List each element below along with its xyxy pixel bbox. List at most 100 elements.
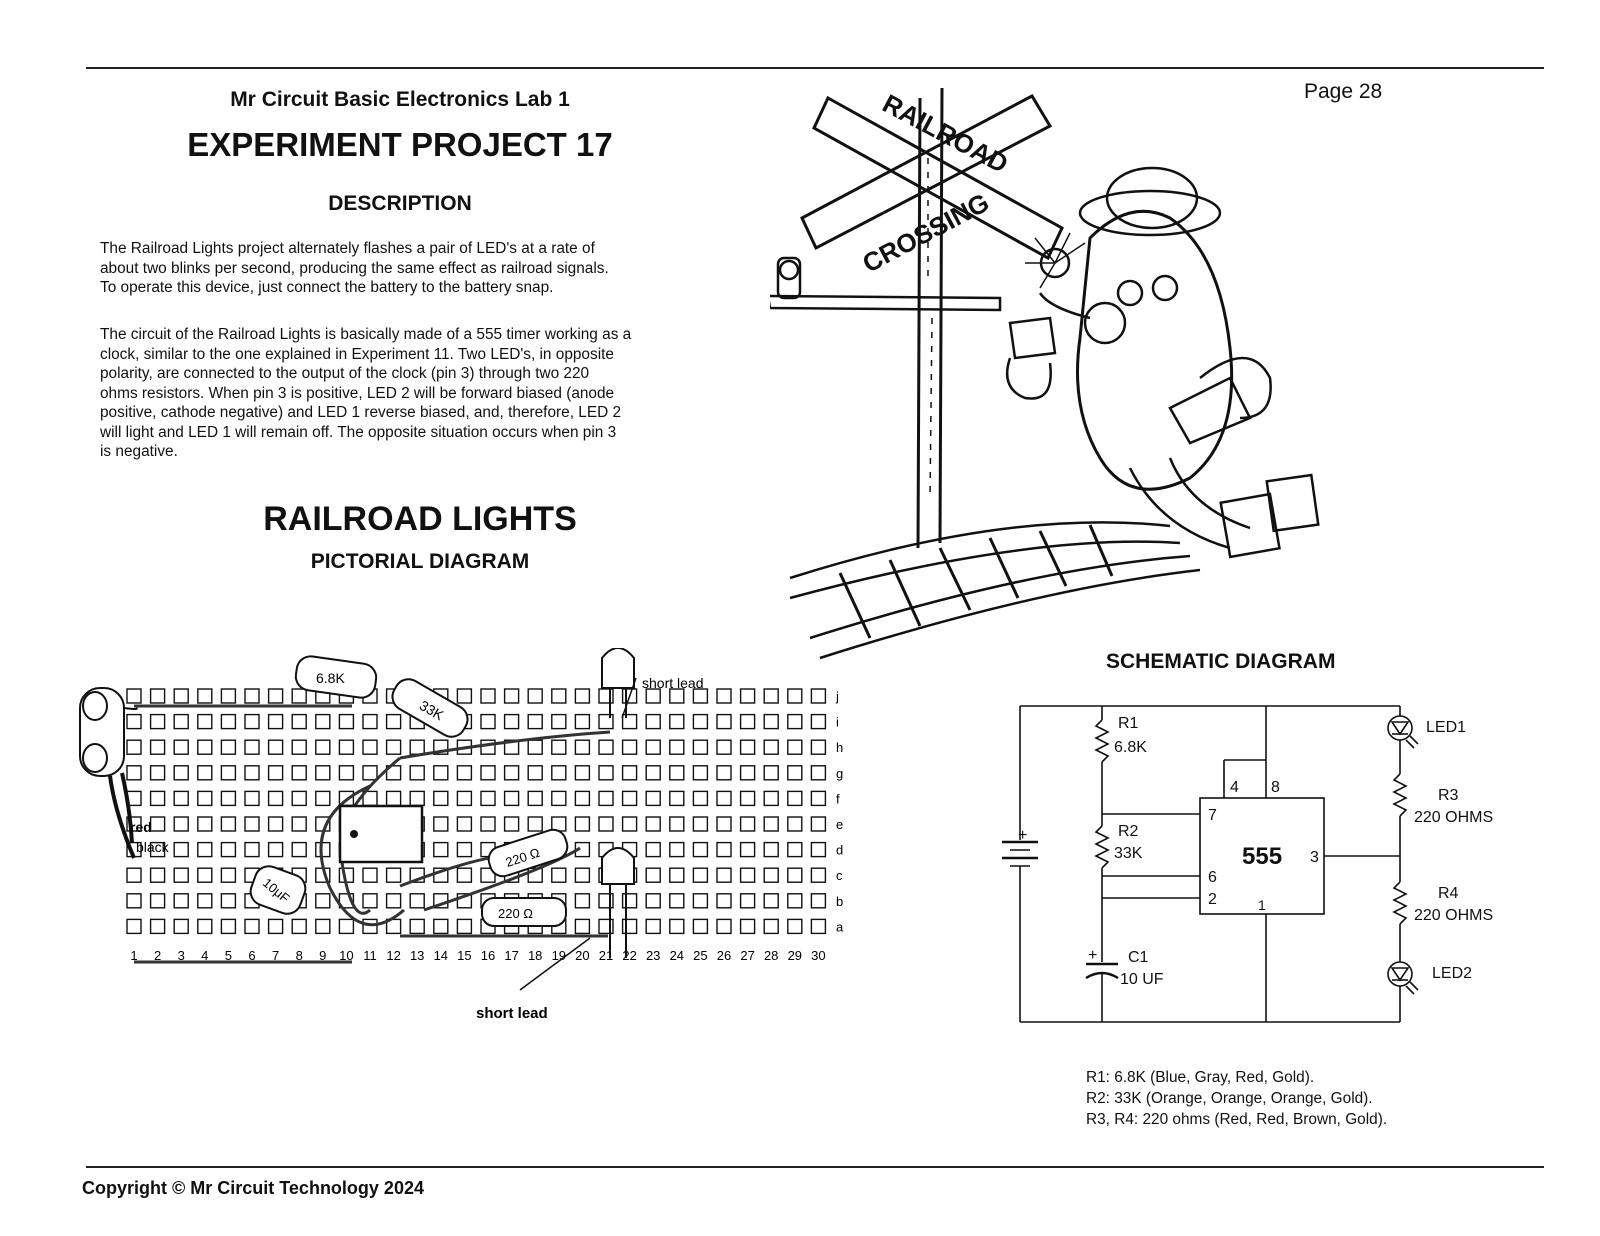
breadboard-hole — [763, 867, 779, 883]
breadboard-hole — [621, 713, 638, 730]
breadboard-hole — [385, 790, 402, 807]
breadboard-hole — [787, 893, 803, 909]
paragraph-line: To operate this device, just connect the… — [100, 279, 554, 296]
breadboard-hole — [126, 688, 142, 704]
breadboard-hole — [645, 867, 661, 883]
breadboard-hole — [385, 867, 402, 883]
pin-1: 1 — [1258, 897, 1266, 913]
breadboard-hole — [551, 765, 567, 781]
breadboard-hole — [669, 688, 685, 704]
breadboard-hole — [173, 841, 189, 858]
row-label: b — [836, 894, 843, 909]
breadboard-hole — [810, 713, 827, 730]
paragraph-line: about two blinks per second, producing t… — [100, 259, 609, 277]
breadboard-hole — [409, 739, 425, 755]
pin-3: 3 — [1310, 849, 1319, 866]
breadboard-hole — [291, 765, 307, 781]
breadboard-hole — [173, 765, 189, 781]
breadboard-hole — [291, 739, 307, 755]
description-heading: DESCRIPTION — [328, 192, 472, 215]
breadboard-hole — [598, 739, 614, 755]
ic-555-label: 555 — [1242, 843, 1282, 870]
r2-value: 33K — [1114, 845, 1143, 862]
page-number: Page 28 — [1304, 80, 1383, 103]
breadboard-hole — [787, 739, 803, 755]
breadboard-hole — [669, 713, 685, 730]
breadboard-hole — [480, 816, 496, 832]
breadboard-hole — [574, 867, 591, 883]
paragraph-line: will light and LED 1 will remain off. Th… — [100, 423, 617, 441]
breadboard-hole — [267, 739, 284, 755]
r4-value: 220 OHMS — [1414, 907, 1493, 924]
column-number: 22 — [622, 948, 636, 963]
breadboard-hole — [810, 893, 827, 909]
row-label: e — [836, 817, 843, 832]
r4-label: 220 Ω — [498, 906, 533, 921]
breadboard-hole — [810, 765, 827, 781]
breadboard-hole — [149, 765, 166, 781]
column-number: 9 — [319, 948, 326, 963]
column-number: 25 — [693, 948, 707, 963]
breadboard-hole — [739, 918, 756, 935]
breadboard-hole — [645, 688, 661, 704]
breadboard-hole — [197, 918, 213, 935]
breadboard-hole — [692, 867, 709, 883]
breadboard-hole — [503, 688, 520, 704]
paragraph-line: is negative. — [100, 443, 178, 460]
column-number: 1 — [130, 948, 137, 963]
column-number: 16 — [481, 948, 495, 963]
description-paragraph-2: The circuit of the Railroad Lights is ba… — [100, 325, 728, 462]
breadboard-hole — [197, 790, 213, 807]
project-title: RAILROAD LIGHTS — [263, 500, 577, 538]
column-number: 15 — [457, 948, 471, 963]
column-number: 7 — [272, 948, 279, 963]
breadboard-hole — [787, 790, 803, 807]
breadboard-hole — [527, 790, 543, 807]
breadboard-hole — [669, 841, 685, 858]
breadboard-hole — [621, 790, 638, 807]
breadboard-hole — [574, 790, 591, 807]
pin-4: 4 — [1230, 779, 1239, 796]
description-paragraph-1: The Railroad Lights project alternately … — [100, 239, 728, 298]
breadboard-hole — [763, 918, 779, 935]
breadboard-hole — [716, 918, 732, 935]
breadboard-hole — [763, 790, 779, 807]
breadboard-hole — [739, 739, 756, 755]
jumper-wires — [134, 704, 611, 964]
breadboard-hole — [433, 841, 449, 858]
breadboard-hole — [267, 790, 284, 807]
r1-name: R1 — [1118, 715, 1139, 732]
paragraph-line: positive, cathode negative) and LED 1 re… — [100, 404, 622, 421]
breadboard-hole — [551, 688, 567, 704]
row-label: i — [836, 715, 839, 730]
breadboard-hole — [409, 765, 425, 781]
breadboard-hole — [787, 867, 803, 883]
breadboard-hole — [574, 918, 591, 935]
breadboard-hole — [503, 713, 520, 730]
breadboard-hole — [197, 867, 213, 883]
paragraph-line: polarity, are connected to the output of… — [100, 365, 590, 382]
breadboard-hole — [645, 816, 661, 832]
copyright-footer: Copyright © Mr Circuit Technology 2024 — [82, 1178, 424, 1198]
breadboard-hole — [173, 790, 189, 807]
breadboard-hole — [291, 841, 307, 858]
breadboard-hole — [338, 918, 355, 935]
breadboard-hole — [197, 816, 213, 832]
breadboard-hole — [503, 765, 520, 781]
breadboard-hole — [409, 893, 425, 909]
breadboard-hole — [551, 713, 567, 730]
breadboard-hole — [220, 841, 237, 858]
breadboard-hole — [456, 918, 473, 935]
breadboard-hole — [621, 739, 638, 755]
pin-7: 7 — [1208, 807, 1217, 824]
breadboard-hole — [787, 688, 803, 704]
pin-8: 8 — [1271, 779, 1280, 796]
breadboard-hole — [173, 918, 189, 935]
sign-word-crossing: CROSSING — [857, 187, 994, 279]
breadboard-hole — [645, 790, 661, 807]
breadboard-hole — [220, 867, 237, 883]
breadboard-hole — [810, 739, 827, 755]
breadboard-hole — [787, 765, 803, 781]
battery-snap — [79, 687, 138, 859]
breadboard-hole — [716, 765, 732, 781]
